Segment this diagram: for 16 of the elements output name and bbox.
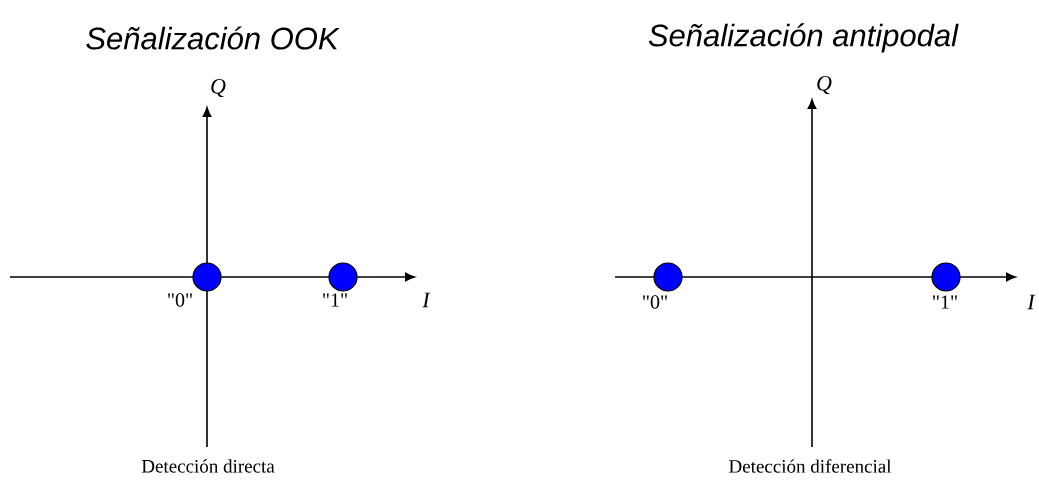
constellation-point <box>328 262 358 292</box>
panel-title: Señalización antipodal <box>648 23 959 53</box>
caption: Detección diferencial <box>729 459 892 473</box>
caption: Detección directa <box>141 459 275 473</box>
constellation-point <box>931 262 961 292</box>
point-label: "0" <box>168 293 192 307</box>
axis-label: I <box>422 292 431 308</box>
constellation-point <box>653 262 683 292</box>
point-label: "1" <box>933 295 957 309</box>
constellation-point <box>192 262 222 292</box>
panel-title: Señalización OOK <box>86 26 340 50</box>
point-label: "1" <box>323 293 347 307</box>
axis-label: I <box>1027 294 1036 310</box>
axis-label: Q <box>211 78 226 98</box>
point-label: "0" <box>643 295 667 309</box>
axis-label: Q <box>817 75 832 95</box>
